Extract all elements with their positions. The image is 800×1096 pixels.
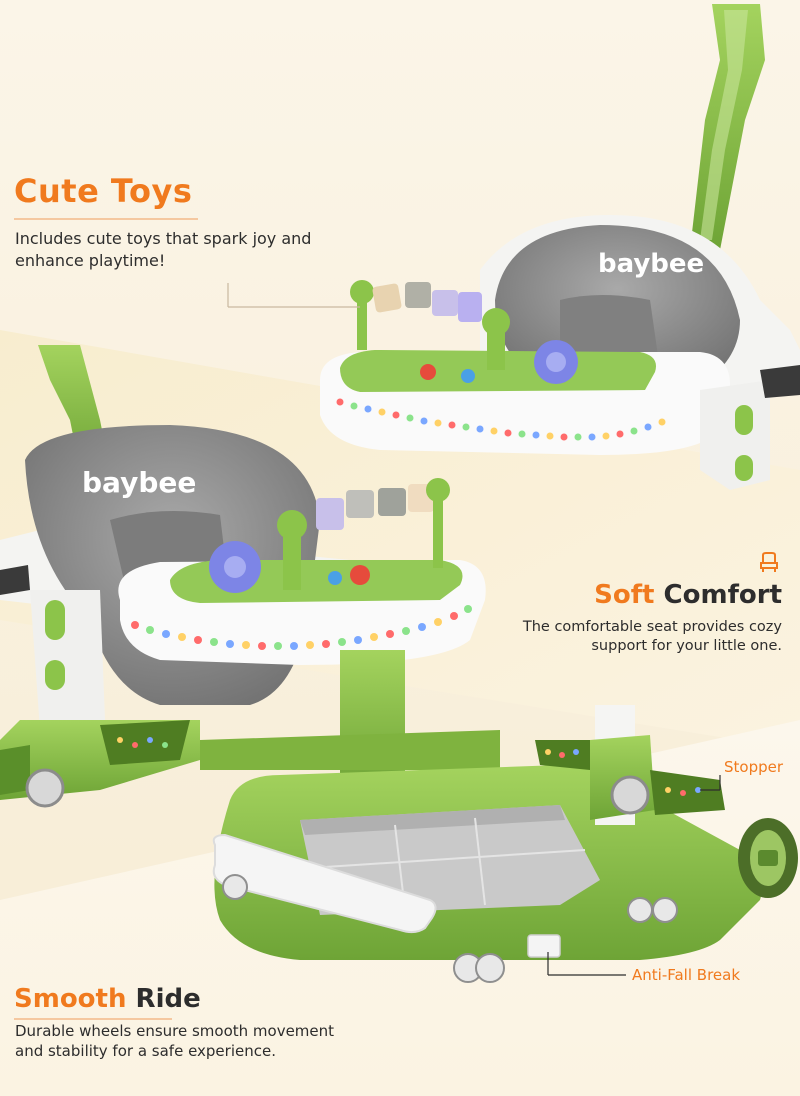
soft-comfort-title-part2: Comfort xyxy=(663,580,782,610)
smooth-ride-title-part1: Smooth xyxy=(14,984,127,1014)
smooth-ride-description-line2: and stability for a safe experience. xyxy=(15,1042,276,1060)
soft-comfort-description-line2: support for your little one. xyxy=(591,638,782,654)
smooth-ride-title-part2: Ride xyxy=(135,984,201,1014)
cute-toys-title: Cute Toys xyxy=(14,172,193,210)
cute-toys-description-line1: Includes cute toys that spark joy and xyxy=(15,229,312,248)
anti-fall-break-pad xyxy=(527,934,561,958)
anti-fall-break-label: Anti-Fall Break xyxy=(632,966,741,984)
led-strip-top xyxy=(336,398,666,441)
toy-set-bottom xyxy=(209,478,450,593)
stopper-wheel xyxy=(738,818,798,898)
smooth-ride-description-line1: Durable wheels ensure smooth movement xyxy=(15,1022,335,1040)
brand-logo-top: baybee xyxy=(598,249,704,279)
smooth-ride-title: Smooth Ride xyxy=(14,984,201,1014)
brand-logo-bottom: baybee xyxy=(82,466,196,499)
soft-comfort-title: Soft Comfort xyxy=(594,580,782,610)
seat-icon xyxy=(758,551,780,573)
soft-comfort-title-part1: Soft xyxy=(594,580,655,610)
cute-toys-description-line2: enhance playtime! xyxy=(15,251,166,270)
toy-set-top xyxy=(350,280,578,384)
stopper-label: Stopper xyxy=(724,758,784,776)
smooth-ride-underline xyxy=(14,1018,172,1020)
led-strip-bottom xyxy=(131,605,472,650)
soft-comfort-description-line1: The comfortable seat provides cozy xyxy=(522,619,782,635)
cute-toys-underline xyxy=(14,218,198,220)
